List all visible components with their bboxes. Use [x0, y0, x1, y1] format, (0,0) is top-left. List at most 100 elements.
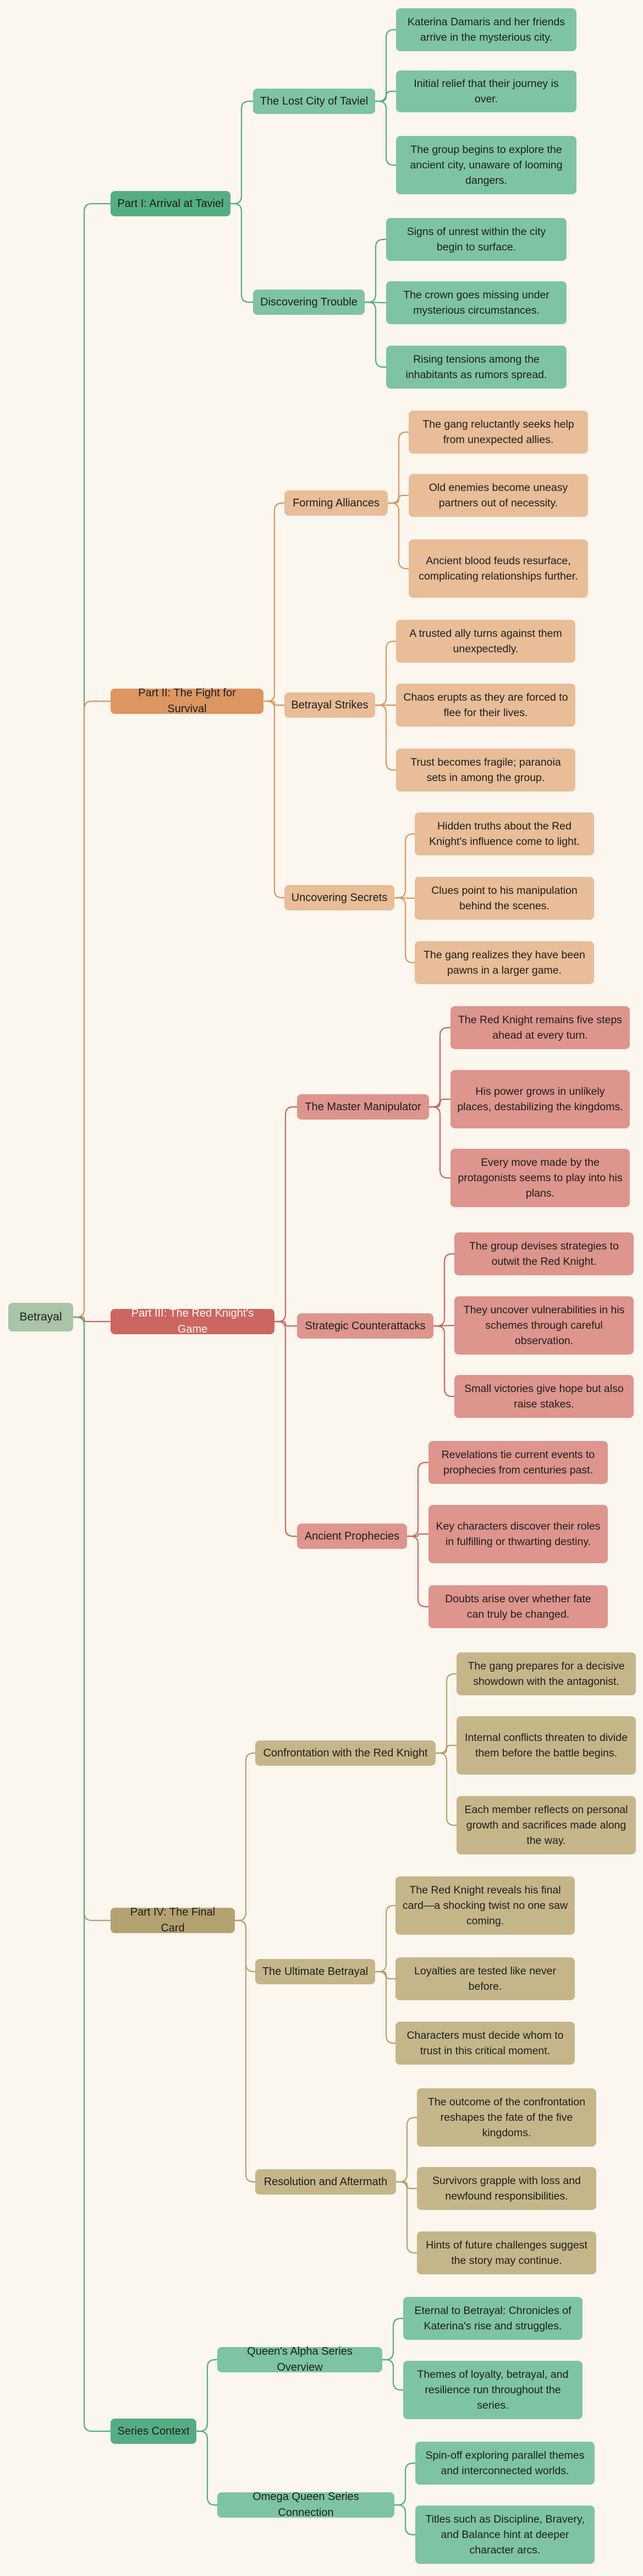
connector-12 [388, 431, 409, 504]
leaf-node-2-1-1[interactable]: The gang reluctantly seeks help from une… [409, 411, 588, 454]
connector-1 [73, 203, 111, 1318]
connector-10 [73, 700, 111, 1318]
connector-37 [235, 1752, 255, 1922]
connector-16 [375, 640, 396, 706]
leaf-node-2-1-3[interactable]: Ancient blood feuds resurface, complicat… [409, 539, 588, 598]
connector-26 [429, 1098, 450, 1108]
leaf-node-3-1-2[interactable]: His power grows in unlikely places, dest… [450, 1070, 630, 1128]
connector-51 [382, 2317, 403, 2361]
leaf-node-4-1-1[interactable]: The gang prepares for a decisive showdow… [457, 1652, 636, 1695]
topic-node-3-2[interactable]: Strategic Counterattacks [297, 1313, 433, 1339]
leaf-node-1-2-3[interactable]: Rising tensions among the inhabitants as… [386, 346, 567, 389]
topic-node-1-2[interactable]: Discovering Trouble [253, 290, 365, 315]
leaf-node-3-1-1[interactable]: The Red Knight remains five steps ahead … [450, 1006, 630, 1049]
connector-5 [375, 100, 396, 166]
topic-node-2-2[interactable]: Betrayal Strikes [284, 692, 375, 718]
root-node[interactable]: Betrayal [8, 1303, 73, 1331]
leaf-node-4-2-1[interactable]: The Red Knight reveals his final card—a … [395, 1876, 575, 1935]
connector-23 [73, 1316, 111, 1323]
topic-node-2-3[interactable]: Uncovering Secrets [284, 885, 394, 910]
leaf-node-5-2-2[interactable]: Titles such as Discipline, Bravery, and … [415, 2506, 595, 2564]
connector-42 [375, 1904, 395, 1973]
leaf-node-3-2-1[interactable]: The group devises strategies to outwit t… [454, 1232, 634, 1275]
connector-45 [235, 1919, 255, 2183]
leaf-node-2-2-1[interactable]: A trusted ally turns against them unexpe… [396, 620, 575, 663]
leaf-node-3-2-3[interactable]: Small victories give hope but also raise… [454, 1375, 634, 1418]
leaf-node-3-3-1[interactable]: Revelations tie current events to prophe… [428, 1441, 608, 1484]
connector-52 [382, 2359, 403, 2391]
connector-31 [433, 1325, 454, 1398]
part-node-5[interactable]: Series Context [111, 2419, 196, 2444]
connector-32 [274, 1320, 297, 1537]
connector-24 [274, 1106, 297, 1323]
connector-33 [407, 1461, 428, 1537]
leaf-node-3-3-3[interactable]: Doubts arise over whether fate can truly… [428, 1585, 608, 1628]
topic-node-5-2[interactable]: Omega Queen Series Connection [217, 2491, 394, 2519]
topic-node-5-1[interactable]: Queen's Alpha Series Overview [217, 2345, 382, 2373]
connector-34 [407, 1533, 428, 1537]
topic-node-4-2[interactable]: The Ultimate Betrayal [255, 1959, 375, 1984]
leaf-node-4-3-2[interactable]: Survivors grapple with loss and newfound… [417, 2167, 596, 2210]
leaf-node-1-2-2[interactable]: The crown goes missing under mysterious … [386, 281, 567, 324]
leaf-node-1-1-3[interactable]: The group begins to explore the ancient … [396, 136, 576, 194]
topic-node-4-1[interactable]: Confrontation with the Red Knight [255, 1740, 436, 1766]
connector-36 [73, 1316, 111, 1922]
connector-47 [396, 2181, 417, 2190]
topic-node-1-1[interactable]: The Lost City of Taviel [253, 89, 375, 114]
leaf-node-2-2-3[interactable]: Trust becomes fragile; paranoia sets in … [396, 749, 575, 792]
connector-50 [196, 2359, 217, 2432]
connector-28 [274, 1320, 297, 1327]
part-node-3[interactable]: Part III: The Red Knight's Game [111, 1307, 274, 1335]
leaf-node-4-3-1[interactable]: The outcome of the confrontation reshape… [417, 2088, 596, 2147]
topic-node-3-3[interactable]: Ancient Prophecies [297, 1524, 407, 1549]
leaf-node-1-2-1[interactable]: Signs of unrest within the city begin to… [386, 218, 567, 261]
connector-40 [436, 1752, 457, 1826]
connector-25 [429, 1027, 450, 1108]
connector-53 [196, 2430, 217, 2506]
connector-2 [230, 100, 253, 205]
leaf-node-1-1-1[interactable]: Katerina Damaris and her friends arrive … [396, 8, 576, 51]
leaf-node-1-1-2[interactable]: Initial relief that their journey is ove… [396, 70, 576, 112]
leaf-node-4-2-3[interactable]: Characters must decide whom to trust in … [395, 2022, 575, 2065]
leaf-node-5-1-1[interactable]: Eternal to Betrayal: Chronicles of Kater… [403, 2297, 582, 2340]
topic-node-2-1[interactable]: Forming Alliances [284, 490, 388, 516]
leaf-node-5-1-2[interactable]: Themes of loyalty, betrayal, and resilie… [403, 2361, 582, 2419]
leaf-node-3-3-2[interactable]: Key characters discover their roles in f… [428, 1505, 608, 1563]
leaf-node-2-3-1[interactable]: Hidden truths about the Red Knight's inf… [415, 812, 594, 855]
topic-node-3-1[interactable]: The Master Manipulator [297, 1094, 429, 1120]
leaf-node-2-3-3[interactable]: The gang realizes they have been pawns i… [415, 941, 594, 984]
connector-41 [235, 1919, 255, 1973]
connector-48 [396, 2181, 417, 2254]
connector-13 [388, 494, 409, 504]
connector-22 [394, 897, 415, 964]
topic-node-4-3[interactable]: Resolution and Aftermath [255, 2169, 396, 2195]
connector-6 [230, 203, 253, 303]
connector-4 [375, 90, 396, 102]
connector-14 [388, 502, 409, 570]
leaf-node-4-1-2[interactable]: Internal conflicts threaten to divide th… [457, 1716, 636, 1775]
leaf-node-2-3-2[interactable]: Clues point to his manipulation behind t… [415, 877, 594, 920]
connector-35 [407, 1535, 428, 1608]
connector-49 [73, 1316, 111, 2432]
leaf-node-2-2-2[interactable]: Chaos erupts as they are forced to flee … [396, 684, 575, 727]
connector-11 [263, 502, 284, 702]
connector-55 [394, 2504, 415, 2536]
connector-38 [436, 1673, 457, 1754]
connector-18 [375, 704, 396, 771]
leaf-node-4-1-3[interactable]: Each member reflects on personal growth … [457, 1796, 636, 1854]
part-node-1[interactable]: Part I: Arrival at Taviel [111, 191, 230, 216]
connector-15 [263, 700, 284, 706]
connector-20 [394, 833, 415, 899]
leaf-node-4-3-3[interactable]: Hints of future challenges suggest the s… [417, 2231, 596, 2274]
part-node-2[interactable]: Part II: The Fight for Survival [111, 687, 263, 715]
leaf-node-2-1-2[interactable]: Old enemies become uneasy partners out o… [409, 474, 588, 517]
connector-54 [394, 2462, 415, 2506]
part-node-4[interactable]: Part IV: The Final Card [111, 1906, 235, 1934]
leaf-node-4-2-2[interactable]: Loyalties are tested like never before. [395, 1957, 575, 2000]
leaf-node-5-2-1[interactable]: Spin-off exploring parallel themes and i… [415, 2442, 595, 2485]
leaf-node-3-2-2[interactable]: They uncover vulnerabilities in his sche… [454, 1296, 634, 1355]
connector-29 [433, 1253, 454, 1327]
leaf-node-3-1-3[interactable]: Every move made by the protagonists seem… [450, 1149, 630, 1207]
